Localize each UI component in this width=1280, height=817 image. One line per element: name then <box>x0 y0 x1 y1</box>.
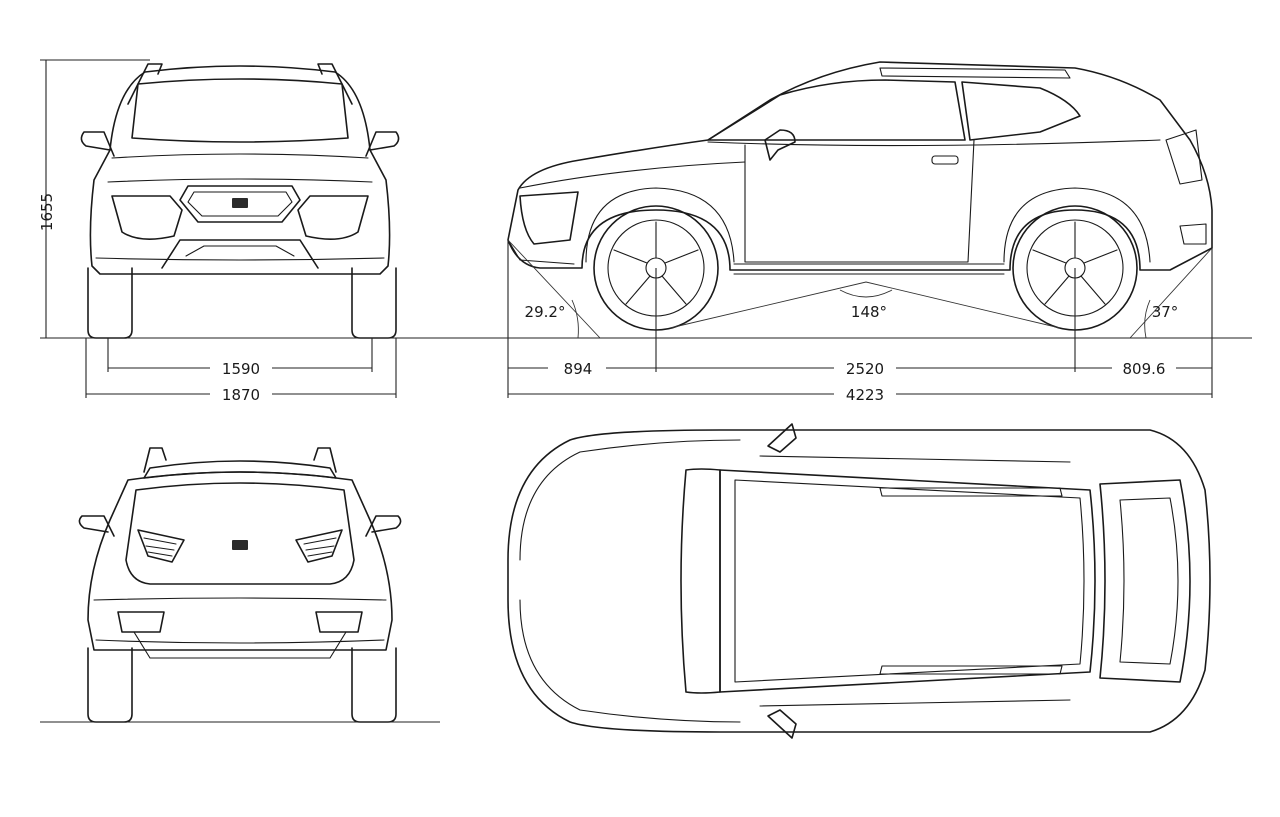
front-view <box>80 63 400 339</box>
departure-angle-label: 37° <box>1152 303 1179 321</box>
side-view <box>507 61 1213 339</box>
front-overhang-label: 894 <box>564 360 593 378</box>
overall-width-label: 1870 <box>222 386 260 404</box>
top-view <box>507 423 1211 739</box>
rear-view <box>78 447 402 723</box>
height-label: 1655 <box>38 193 56 231</box>
breakover-angle-label: 148° <box>851 303 887 321</box>
seat-logo-front-icon <box>232 198 248 208</box>
front-track-label: 1590 <box>222 360 260 378</box>
dimension-lines: 1655 1590 1870 894 2520 809.6 4223 29.2°… <box>38 59 1252 723</box>
rear-overhang-label: 809.6 <box>1123 360 1166 378</box>
wheelbase-label: 2520 <box>846 360 884 378</box>
seat-logo-rear-icon <box>232 540 248 550</box>
approach-angle-label: 29.2° <box>525 303 566 321</box>
overall-length-label: 4223 <box>846 386 884 404</box>
